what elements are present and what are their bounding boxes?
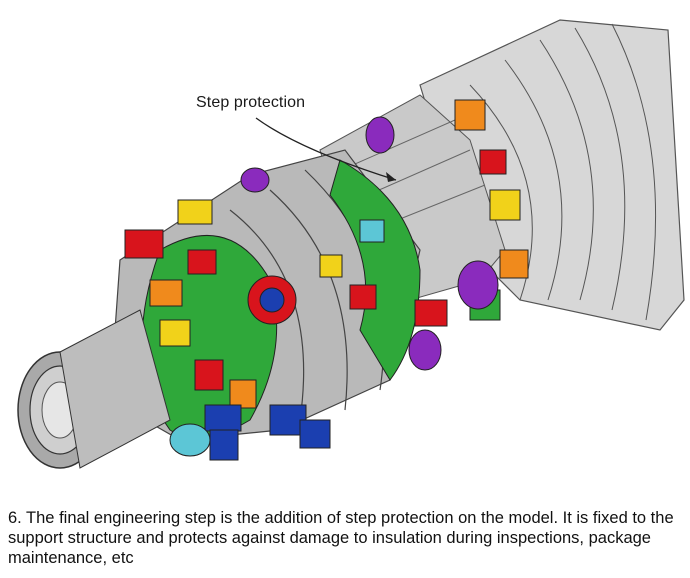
engine-model-figure: Step protection [17,19,685,469]
intake-nozzle [17,309,171,469]
figure-caption: 6. The final engineering step is the add… [8,509,674,567]
insulation-segments-rear [240,99,529,381]
callout-leader [255,117,397,182]
step-protection-label: Step protection [196,94,306,111]
engine-illustration [17,19,685,469]
insulation-segments-front [124,199,331,461]
